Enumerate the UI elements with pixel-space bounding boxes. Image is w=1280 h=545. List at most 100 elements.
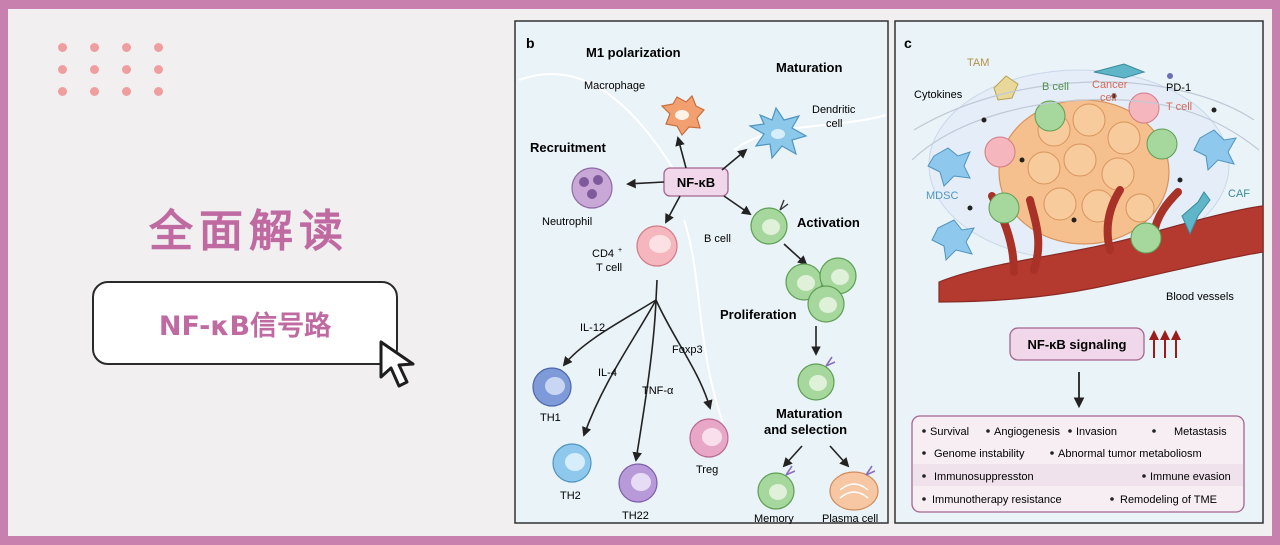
arrow <box>665 195 681 224</box>
plasma-cell <box>829 465 879 511</box>
dot <box>58 43 67 52</box>
activation-label: Activation <box>797 215 860 230</box>
arrow <box>675 136 687 169</box>
dot <box>154 65 163 74</box>
arrow <box>626 178 665 189</box>
blood-vessel <box>938 205 1264 303</box>
lineage-trunk <box>655 279 658 301</box>
outcome-survival: Survival <box>930 426 969 438</box>
plasma-cell-label: Plasma cell <box>822 513 878 524</box>
foxp3-label: Foxp3 <box>672 344 703 356</box>
topic-tag-label: NF-κB信号路 <box>158 310 332 342</box>
arrow <box>782 445 803 468</box>
arrow <box>721 148 748 171</box>
dot <box>154 43 163 52</box>
cancer-cell-label-line1: Cancer <box>1092 79 1128 91</box>
outcome-invasion: Invasion <box>1076 426 1117 438</box>
neutrophil-label: Neutrophil <box>542 216 592 228</box>
outcome-metastasis: Metastasis <box>1174 426 1227 438</box>
page-title: 全面解读 <box>149 206 349 257</box>
dot <box>58 65 67 74</box>
m1-polarization-label: M1 polarization <box>586 45 681 60</box>
nfkb-diagram-figure: b M1 polarization Macrophage Maturation … <box>514 20 1264 524</box>
nfkb-signaling-label: NF-κB signaling <box>1028 337 1127 352</box>
tissue-line <box>733 114 887 151</box>
caf-label: CAF <box>1228 188 1250 200</box>
th1-cell <box>532 367 572 407</box>
il4-label: IL-4 <box>598 367 617 379</box>
arrow <box>783 243 808 266</box>
dot <box>122 65 131 74</box>
th2-cell <box>552 443 592 483</box>
th2-label: TH2 <box>560 490 581 502</box>
il12-label: IL-12 <box>580 322 605 334</box>
treg-cell <box>689 418 729 458</box>
dot <box>122 87 131 96</box>
b-cell <box>750 199 789 245</box>
tissue-line <box>683 219 730 441</box>
arrow-th22 <box>632 299 657 462</box>
macrophage-cell <box>660 94 705 137</box>
arrow-th2 <box>582 299 657 437</box>
panel-b: b M1 polarization Macrophage Maturation … <box>514 20 889 524</box>
blood-vessels-label: Blood vessels <box>1166 291 1234 303</box>
neutrophil-cell <box>571 167 613 209</box>
dot <box>58 87 67 96</box>
outcome-immune-evasion: Immune evasion <box>1150 471 1231 483</box>
th1-label: TH1 <box>540 412 561 424</box>
outcome-angiogenesis: Angiogenesis <box>994 426 1061 438</box>
nfkb-center-label: NF-κB <box>677 175 715 190</box>
arrow <box>723 195 752 216</box>
nfkb-signaling-box <box>1009 327 1145 361</box>
memory-b-cell <box>757 465 796 510</box>
panel-c: c <box>894 20 1264 524</box>
outcome-row-highlight <box>913 464 1243 486</box>
proliferation-label: Proliferation <box>720 307 797 322</box>
maturing-b-cell <box>797 356 836 401</box>
cd4-label: CD4 <box>592 248 614 260</box>
mouse-pointer-icon <box>379 340 415 388</box>
recruitment-label: Recruitment <box>530 140 607 155</box>
panel-b-letter: b <box>526 35 535 51</box>
outcome-genome-instability: Genome instability <box>934 448 1025 460</box>
b-cell-label: B cell <box>704 233 731 245</box>
outcome-abnormal-metabolism: Abnormal tumor metaboliosm <box>1058 448 1202 460</box>
th22-label: TH22 <box>622 510 649 522</box>
maturation-selection-label-line2: and selection <box>764 422 847 437</box>
tnfa-label: TNF-α <box>642 385 674 397</box>
dot <box>122 43 131 52</box>
arrow-th1 <box>562 299 657 367</box>
banner-canvas: 全面解读 NF-κB信号路 b M1 polarization Macropha… <box>8 9 1272 536</box>
memory-label: Memory <box>754 513 794 524</box>
dendritic-cell-label-line2: cell <box>826 118 843 130</box>
macrophage-label: Macrophage <box>584 80 645 92</box>
cd4-t-cell <box>636 225 678 267</box>
topic-tag-button[interactable]: NF-κB信号路 <box>92 281 398 365</box>
tumor-microenvironment-illustration <box>911 63 1264 303</box>
dendritic-cell <box>748 106 808 160</box>
dot <box>154 87 163 96</box>
tissue-line <box>518 73 675 171</box>
cancer-cell-label-line2: cell <box>1100 92 1117 104</box>
arrow-treg <box>655 299 713 410</box>
decorative-dot-grid <box>58 43 168 103</box>
outcome-tme-remodeling: Remodeling of TME <box>1120 494 1217 506</box>
t-cell-label: T cell <box>596 262 622 274</box>
th22-cell <box>618 463 658 503</box>
dendritic-cell-label-line1: Dendritic <box>812 104 856 116</box>
mdsc-label: MDSC <box>926 190 958 202</box>
b-cell-label-c: B cell <box>1042 81 1069 93</box>
dot <box>90 65 99 74</box>
outcome-immunosuppression: Immunosuppresston <box>934 471 1034 483</box>
outcome-immunotherapy-resistance: Immunotherapy resistance <box>932 494 1062 506</box>
pd1-label: PD-1 <box>1166 82 1191 94</box>
cytokines-label: Cytokines <box>914 89 963 101</box>
proliferating-b-cells <box>785 257 857 323</box>
treg-label: Treg <box>696 464 718 476</box>
panel-c-letter: c <box>904 35 912 51</box>
outcomes-list: Survival Angiogenesis Invasion Metastasi… <box>913 426 1243 506</box>
maturation-label: Maturation <box>776 60 843 75</box>
tam-label: TAM <box>967 57 989 69</box>
cd4-superscript: + <box>618 247 622 254</box>
maturation-selection-label-line1: Maturation <box>776 406 843 421</box>
